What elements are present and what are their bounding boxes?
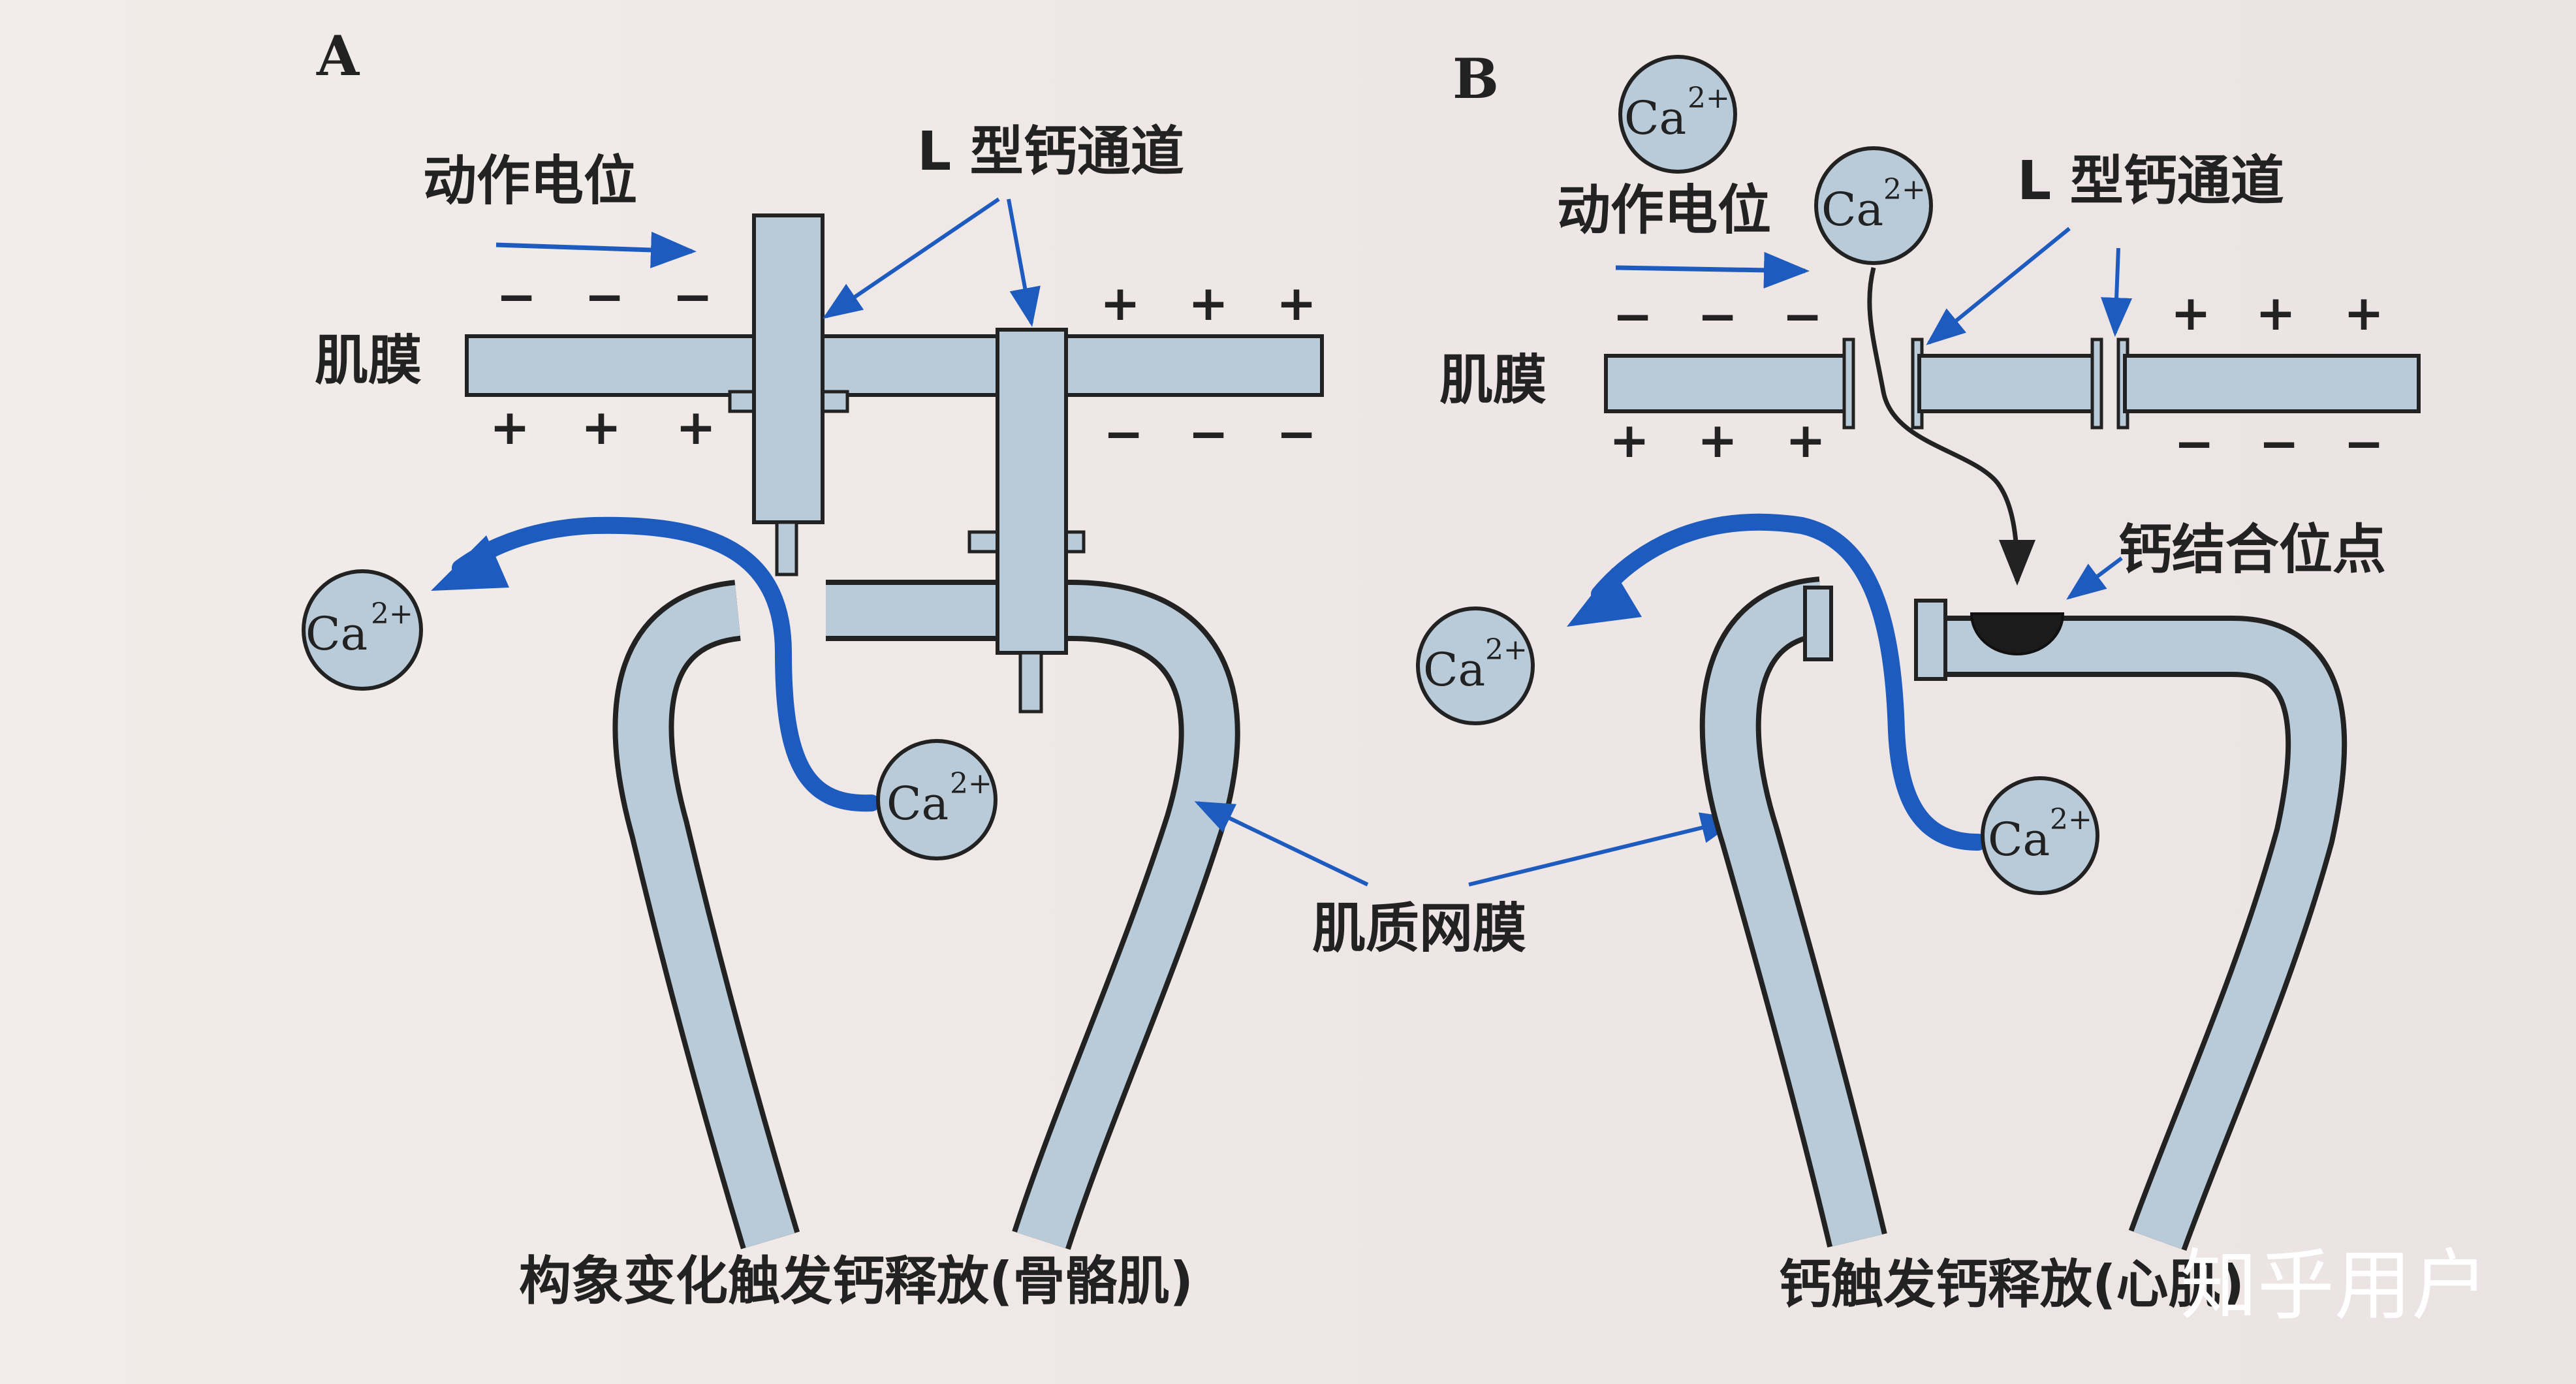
svg-text:−: −	[584, 269, 625, 325]
panel-b-l-channel-pointer-1	[1926, 227, 2071, 345]
svg-text:+: +	[1188, 275, 1229, 332]
panel-b-caption: 钙触发钙释放(心肌)	[1779, 1254, 2244, 1315]
svg-text:2+: 2+	[1688, 82, 1730, 115]
panel-a-membrane	[465, 334, 1324, 397]
sarcoplasmic-reticulum-label: 肌质网膜	[1312, 898, 1526, 960]
svg-text:Ca: Ca	[1988, 813, 2050, 866]
svg-text:−: −	[1612, 289, 1653, 345]
panel-a-l-type-channel-2	[967, 328, 1086, 714]
svg-text:+: +	[1276, 275, 1317, 332]
svg-text:2+: 2+	[371, 597, 413, 631]
panel-b-calcium-release-arrowhead	[1567, 568, 1642, 627]
svg-text:−: −	[2174, 416, 2214, 472]
svg-text:−: −	[1276, 406, 1317, 462]
panel-a: A − − − + + + +	[302, 24, 1324, 1312]
svg-text:+: +	[490, 400, 530, 456]
panel-a-l-channel-pointer-2	[1007, 198, 1041, 327]
svg-text:2+: 2+	[1883, 173, 1926, 206]
svg-text:+: +	[2344, 285, 2384, 341]
svg-text:−: −	[1697, 289, 1738, 345]
svg-text:2+: 2+	[2050, 803, 2092, 836]
svg-text:+: +	[1697, 413, 1738, 469]
panel-a-calcium-ion-stored: Ca 2+	[876, 739, 997, 860]
panel-a-action-potential-label: 动作电位	[423, 150, 637, 212]
svg-text:−: −	[1188, 406, 1229, 462]
panel-a-calcium-ion-released: Ca 2+	[302, 569, 423, 691]
panel-b-calcium-release-arrow	[1591, 513, 1987, 851]
svg-text:2+: 2+	[950, 767, 992, 800]
panel-a-caption: 构象变化触发钙释放(骨骼肌)	[519, 1251, 1193, 1312]
panel-a-calcium-release-arrow	[452, 516, 880, 812]
svg-text:Ca: Ca	[1423, 643, 1485, 697]
panel-b-calcium-ion-extracellular-2: Ca 2+	[1814, 146, 1933, 265]
panel-a-membrane-label: 肌膜	[315, 330, 422, 392]
svg-text:+: +	[1609, 413, 1650, 469]
panel-a-calcium-release-arrowhead	[431, 535, 509, 591]
svg-text:2+: 2+	[1485, 633, 1528, 667]
svg-text:Ca: Ca	[1624, 91, 1686, 145]
panel-b-calcium-ion-extracellular-1: Ca 2+	[1618, 55, 1737, 174]
panel-b-binding-site-pointer	[2066, 556, 2123, 600]
svg-text:+: +	[1785, 413, 1826, 469]
panel-b-action-potential-arrow	[1615, 251, 1810, 289]
svg-text:−: −	[672, 269, 713, 325]
panel-a-l-channel-pointer-1	[823, 197, 1000, 319]
panel-b-membrane	[1604, 338, 2421, 430]
svg-text:+: +	[581, 400, 621, 456]
svg-text:Ca: Ca	[887, 777, 949, 830]
panel-b-letter: B	[1453, 46, 1499, 111]
panel-a-l-type-channel-1	[728, 213, 849, 576]
sarcoplasmic-reticulum-label-group: 肌质网膜	[1194, 801, 1740, 960]
panel-b-calcium-entry-arrow	[1867, 267, 2035, 586]
panel-b-l-channel-pointer-2	[2101, 247, 2133, 337]
panel-b-binding-site-label: 钙结合位点	[2118, 519, 2386, 581]
panel-a-l-channel-label: L 型钙通道	[917, 121, 1184, 183]
svg-text:−: −	[1103, 406, 1144, 462]
watermark: 知乎用户	[2180, 1240, 2489, 1330]
sarcoplasmic-reticulum-pointer-a	[1194, 801, 1369, 887]
svg-text:Ca: Ca	[1821, 183, 1883, 236]
svg-text:Ca: Ca	[306, 607, 368, 661]
svg-text:−: −	[1782, 289, 1823, 345]
svg-text:−: −	[2259, 416, 2299, 472]
sarcoplasmic-reticulum-pointer-b	[1468, 812, 1740, 887]
svg-text:+: +	[2255, 285, 2296, 341]
panel-b-calcium-ion-stored: Ca 2+	[1981, 776, 2099, 895]
svg-text:+: +	[2171, 285, 2211, 341]
panel-b: B − − − + + +	[1416, 46, 2421, 1315]
panel-b-l-channel-label: L 型钙通道	[2017, 150, 2284, 212]
panel-b-membrane-charges: − − − + + + + + + − − −	[1609, 285, 2384, 472]
svg-text:−: −	[2344, 416, 2384, 472]
panel-a-sarcoplasmic-reticulum	[612, 580, 1240, 1250]
panel-a-membrane-charges: − − − + + + + + + − − −	[490, 269, 1317, 462]
panel-a-letter: A	[316, 24, 360, 88]
panel-b-membrane-label: 肌膜	[1439, 349, 1547, 411]
panel-b-calcium-binding-site	[1970, 612, 2065, 655]
svg-text:+: +	[1100, 275, 1140, 332]
panel-b-calcium-ion-released: Ca 2+	[1416, 606, 1535, 725]
svg-text:+: +	[676, 400, 716, 456]
svg-text:−: −	[496, 269, 537, 325]
panel-a-action-potential-arrow	[495, 231, 697, 268]
panel-b-sarcoplasmic-reticulum	[1699, 576, 2348, 1251]
panel-b-action-potential-label: 动作电位	[1557, 180, 1771, 242]
